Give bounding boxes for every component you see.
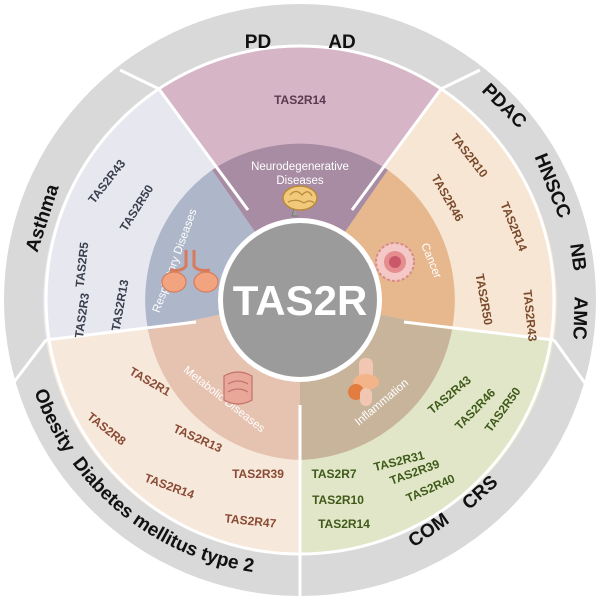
- outer-label-nb: NB: [565, 242, 590, 272]
- neuro-sector-title-line2: Diseases: [276, 175, 324, 187]
- lungs-icon: [161, 250, 219, 293]
- neuro-sector-title-line1: Neurodegenerative: [251, 161, 349, 173]
- cancer-gene: TAS2R43: [520, 289, 539, 342]
- outer-label-ad: AD: [328, 32, 355, 53]
- tumor-cell-icon: [375, 242, 415, 282]
- metabolic-gene: TAS2R47: [224, 511, 277, 530]
- respiratory-gene: TAS2R3: [72, 292, 92, 339]
- respiratory-gene: TAS2R5: [73, 241, 92, 288]
- metabolic-band: [46, 322, 300, 555]
- inflammation-gene: TAS2R7: [311, 467, 356, 481]
- outer-label-pd: PD: [245, 32, 271, 53]
- center-circle: [223, 223, 377, 377]
- inflammation-band: [300, 322, 554, 555]
- metabolic-gene: TAS2R39: [232, 467, 284, 481]
- inflammation-gene: TAS2R10: [312, 493, 364, 507]
- neuro-gene: TAS2R14: [274, 93, 326, 107]
- brain-icon: [282, 185, 318, 217]
- sector-separators: [6, 44, 592, 596]
- inflammation-gene: TAS2R14: [318, 517, 370, 531]
- intestine-icon: [223, 371, 253, 405]
- center-title: TAS2R: [233, 277, 368, 324]
- inflamed-joint-icon: [348, 358, 379, 406]
- outer-label-amc: AMC: [568, 296, 591, 340]
